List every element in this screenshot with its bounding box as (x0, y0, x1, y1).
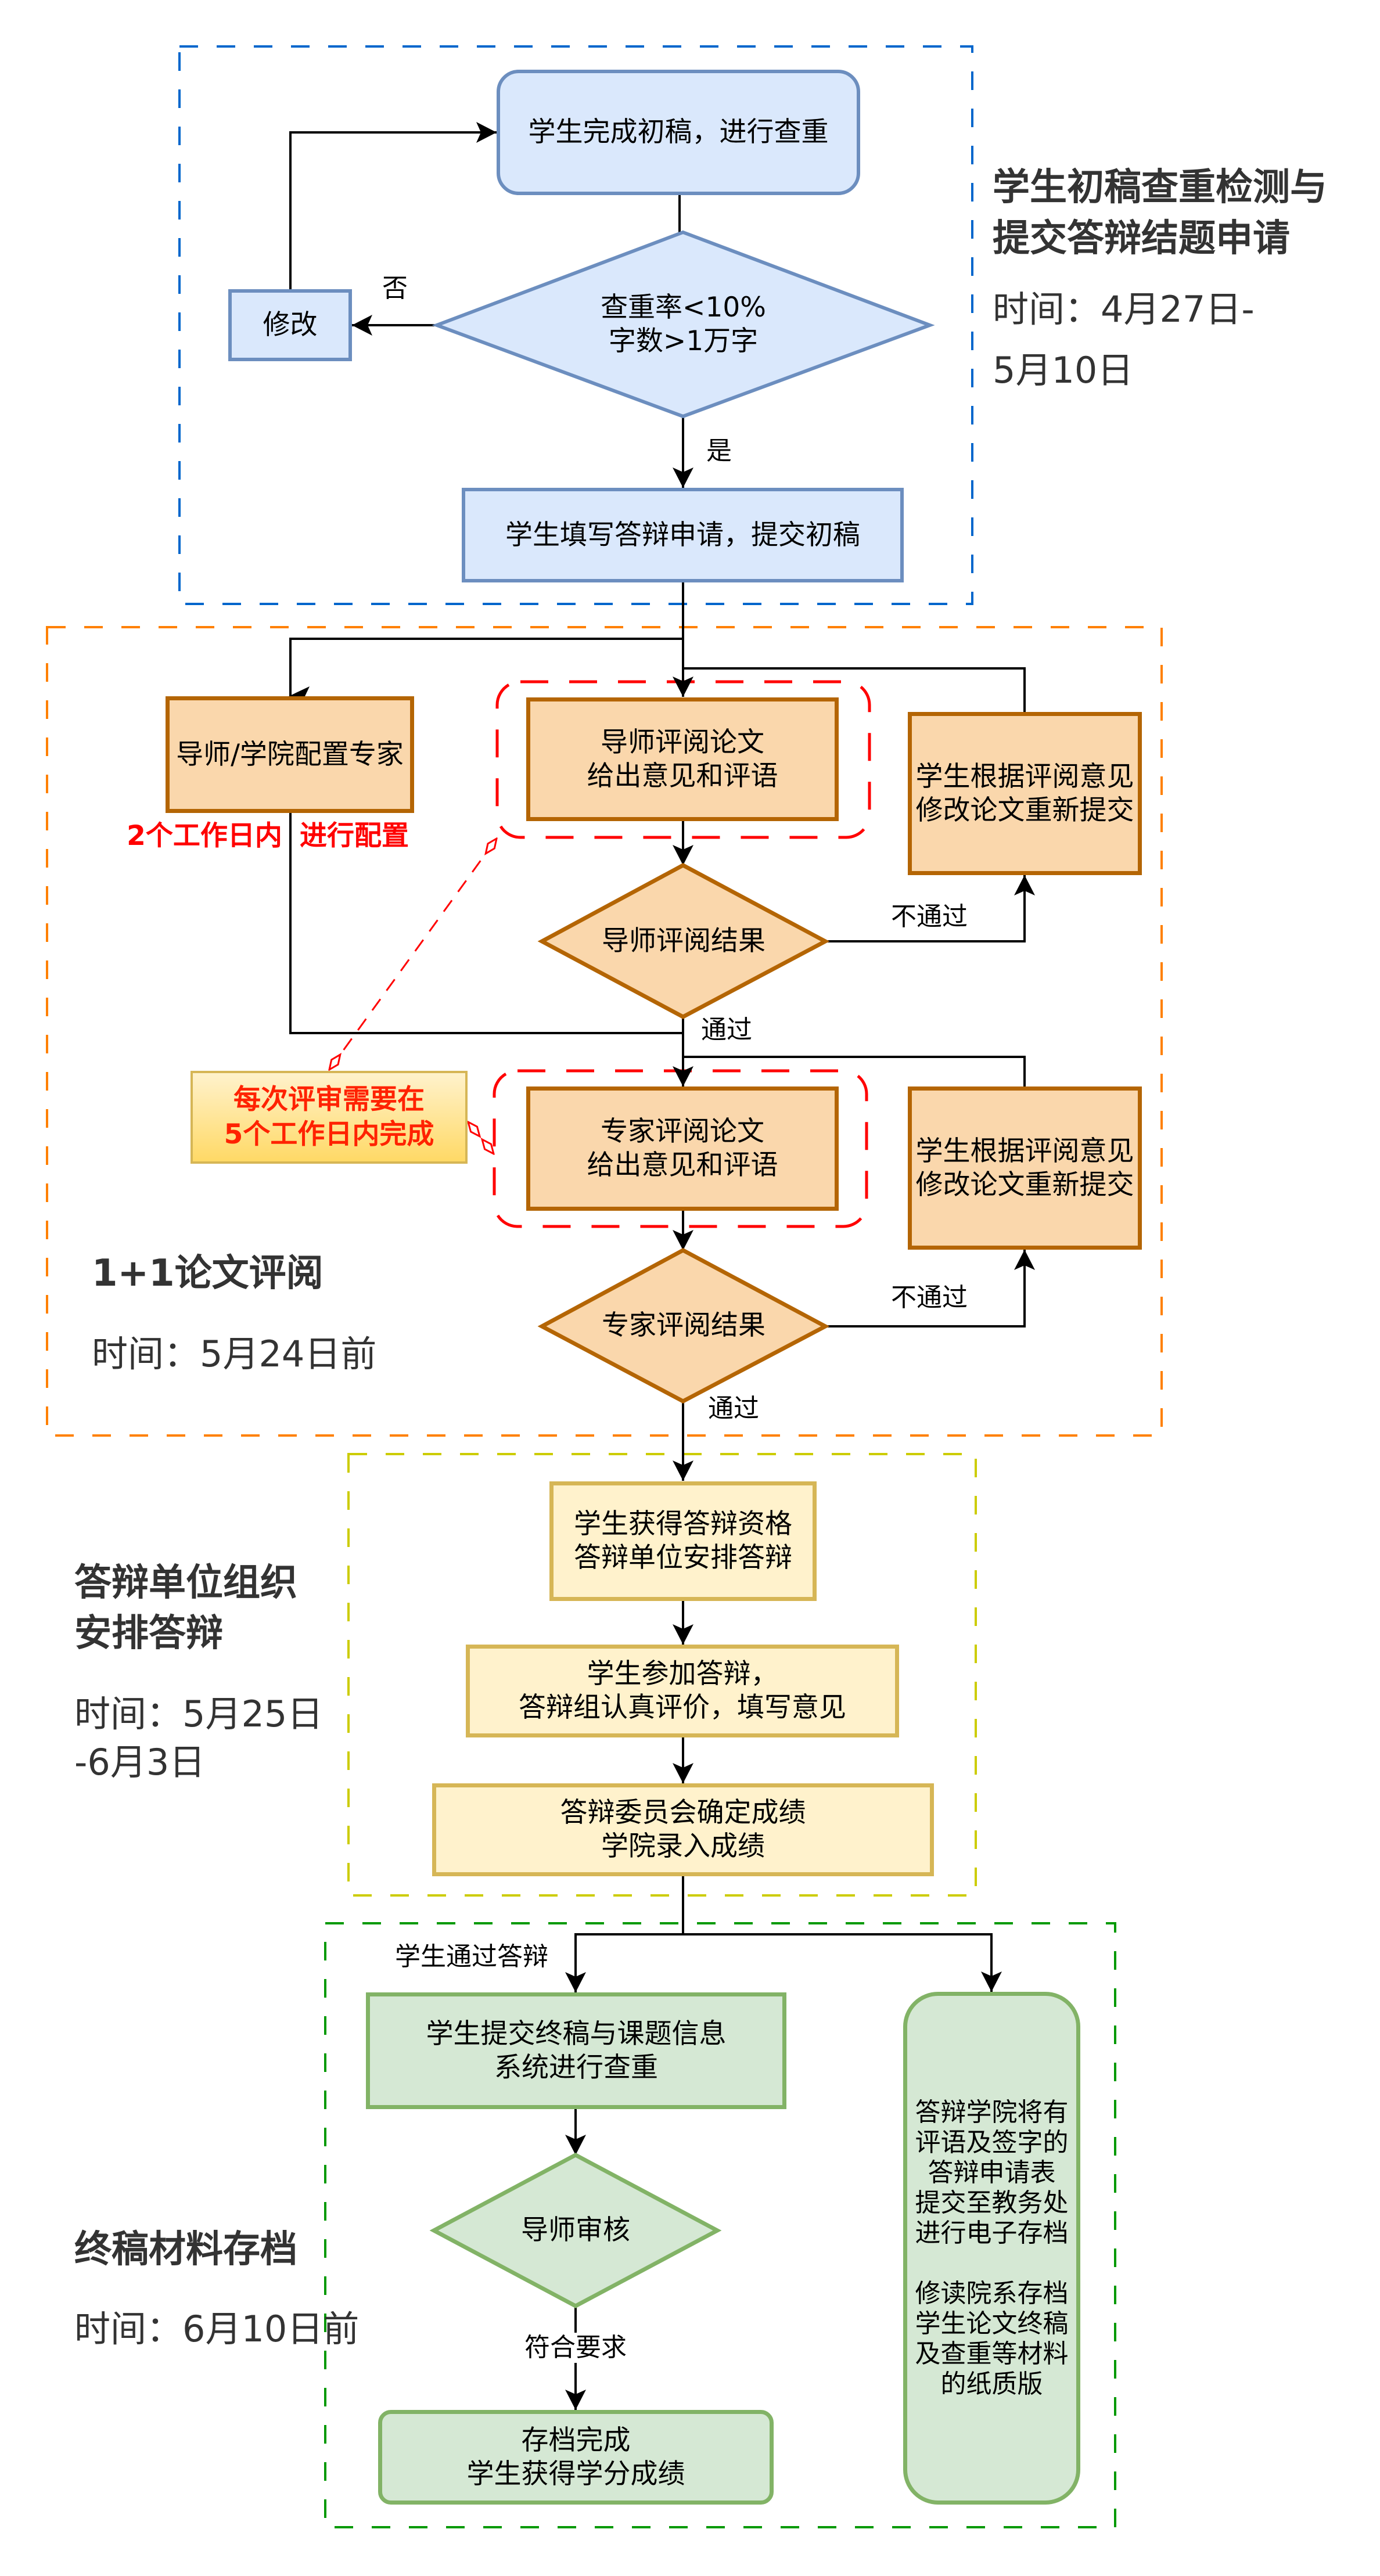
decision-expert-result-shape (537, 1248, 830, 1404)
decision-check-condition-shape (432, 230, 935, 419)
edge-resubmit-2-to-expert-review (683, 1056, 1026, 1086)
section-time-initial-check-line2: 5月10日 (993, 349, 1134, 391)
decision-tutor-result-label: 导师评阅结果 (602, 924, 766, 957)
group-frame-initial-check (178, 45, 973, 605)
edge-label-tutor-pass: 通过 (701, 1015, 752, 1045)
edge-revise-to-draft (289, 122, 497, 289)
section-time-initial-check-line1: 时间：4月27日- (993, 288, 1255, 330)
section-title-initial-check-line2: 提交答辩结题申请 (993, 217, 1290, 260)
node-archive-complete: 存档完成 学生获得学分成绩 (378, 2410, 774, 2505)
section-title-initial-check-line1: 学生初稿查重检测与 (993, 166, 1327, 209)
edge-expert-result-fail (825, 1250, 1035, 1327)
edge-label-yes: 是 (706, 436, 732, 466)
node-attend-defense: 学生参加答辩， 答辩组认真评价，填写意见 (466, 1645, 899, 1737)
assign-expert-arrowhead (289, 686, 310, 696)
section-title-defense-line2: 安排答辩 (74, 1612, 223, 1655)
section-time-review: 时间：5月24日前 (92, 1333, 377, 1375)
edge-assign-expert-to-expert-review (289, 813, 683, 1034)
node-assign-expert: 导师/学院配置专家 (166, 696, 414, 813)
decision-tutor-audit-label: 导师审核 (521, 2214, 630, 2246)
edge-label-expert-fail: 不通过 (891, 1283, 968, 1312)
node-committee-grade: 答辩委员会确定成绩 学院录入成绩 (432, 1783, 934, 1876)
annotation-link-expert-review (468, 1122, 494, 1154)
group-frame-defense (347, 1453, 977, 1897)
edge-resubmit-1-to-tutor-review (683, 667, 1026, 712)
edge-tutor-result-fail (825, 875, 1035, 942)
section-title-defense-line1: 答辩单位组织 (74, 1562, 297, 1604)
edge-branch-to-submit-final (565, 1933, 683, 1992)
group-frame-archive (324, 1922, 1116, 2528)
node-complete-draft: 学生完成初稿，进行查重 (497, 70, 860, 195)
annotation-assign-deadline-left: 2个工作日内 (127, 820, 282, 852)
node-submit-final: 学生提交终稿与课题信息 系统进行查重 (366, 1992, 786, 2109)
decision-tutor-audit-shape (429, 2153, 722, 2308)
decision-tutor-result-shape (537, 863, 830, 1019)
node-tutor-review: 导师评阅论文 给出意见和评语 (526, 697, 839, 821)
node-defense-qualified: 学生获得答辩资格 答辩单位安排答辩 (549, 1481, 817, 1601)
section-time-defense-line1: 时间：5月25日 (74, 1693, 324, 1735)
decision-check-condition-label: 查重率<10% 字数>1万字 (601, 291, 766, 357)
section-time-archive: 时间：6月10日前 (74, 2308, 360, 2350)
edge-label-meets-requirements: 符合要求 (522, 2333, 629, 2363)
annotation-assign-deadline-right: 进行配置 (300, 820, 409, 852)
section-title-review: 1+1论文评阅 (92, 1252, 324, 1295)
edge-branch-to-archive-materials (683, 1933, 1002, 1992)
edge-label-expert-pass: 通过 (708, 1394, 759, 1423)
annotation-link-tutor-review (329, 839, 497, 1070)
annotation-review-deadline-note: 每次评审需要在 5个工作日内完成 (191, 1071, 468, 1164)
edge-label-tutor-fail: 不通过 (891, 902, 968, 931)
node-revise-resubmit-2: 学生根据评阅意见 修改论文重新提交 (908, 1086, 1142, 1250)
edge-label-no: 否 (382, 274, 408, 303)
node-expert-review: 专家评阅论文 给出意见和评语 (526, 1086, 839, 1211)
decision-expert-result-label: 专家评阅结果 (602, 1309, 766, 1341)
node-submit-application: 学生填写答辩申请，提交初稿 (462, 488, 904, 582)
node-revise-resubmit-1: 学生根据评阅意见 修改论文重新提交 (908, 712, 1142, 875)
section-time-defense-line2: -6月3日 (74, 1741, 206, 1783)
section-title-archive: 终稿材料存档 (74, 2228, 297, 2271)
edge-label-passed-defense: 学生通过答辩 (395, 1942, 548, 1971)
edge-application-to-assign-expert (289, 638, 683, 696)
node-archive-materials: 答辩学院将有 评语及签字的 答辩申请表 提交至教务处 进行电子存档 修读院系存档… (903, 1992, 1080, 2505)
node-revise: 修改 (228, 289, 352, 361)
